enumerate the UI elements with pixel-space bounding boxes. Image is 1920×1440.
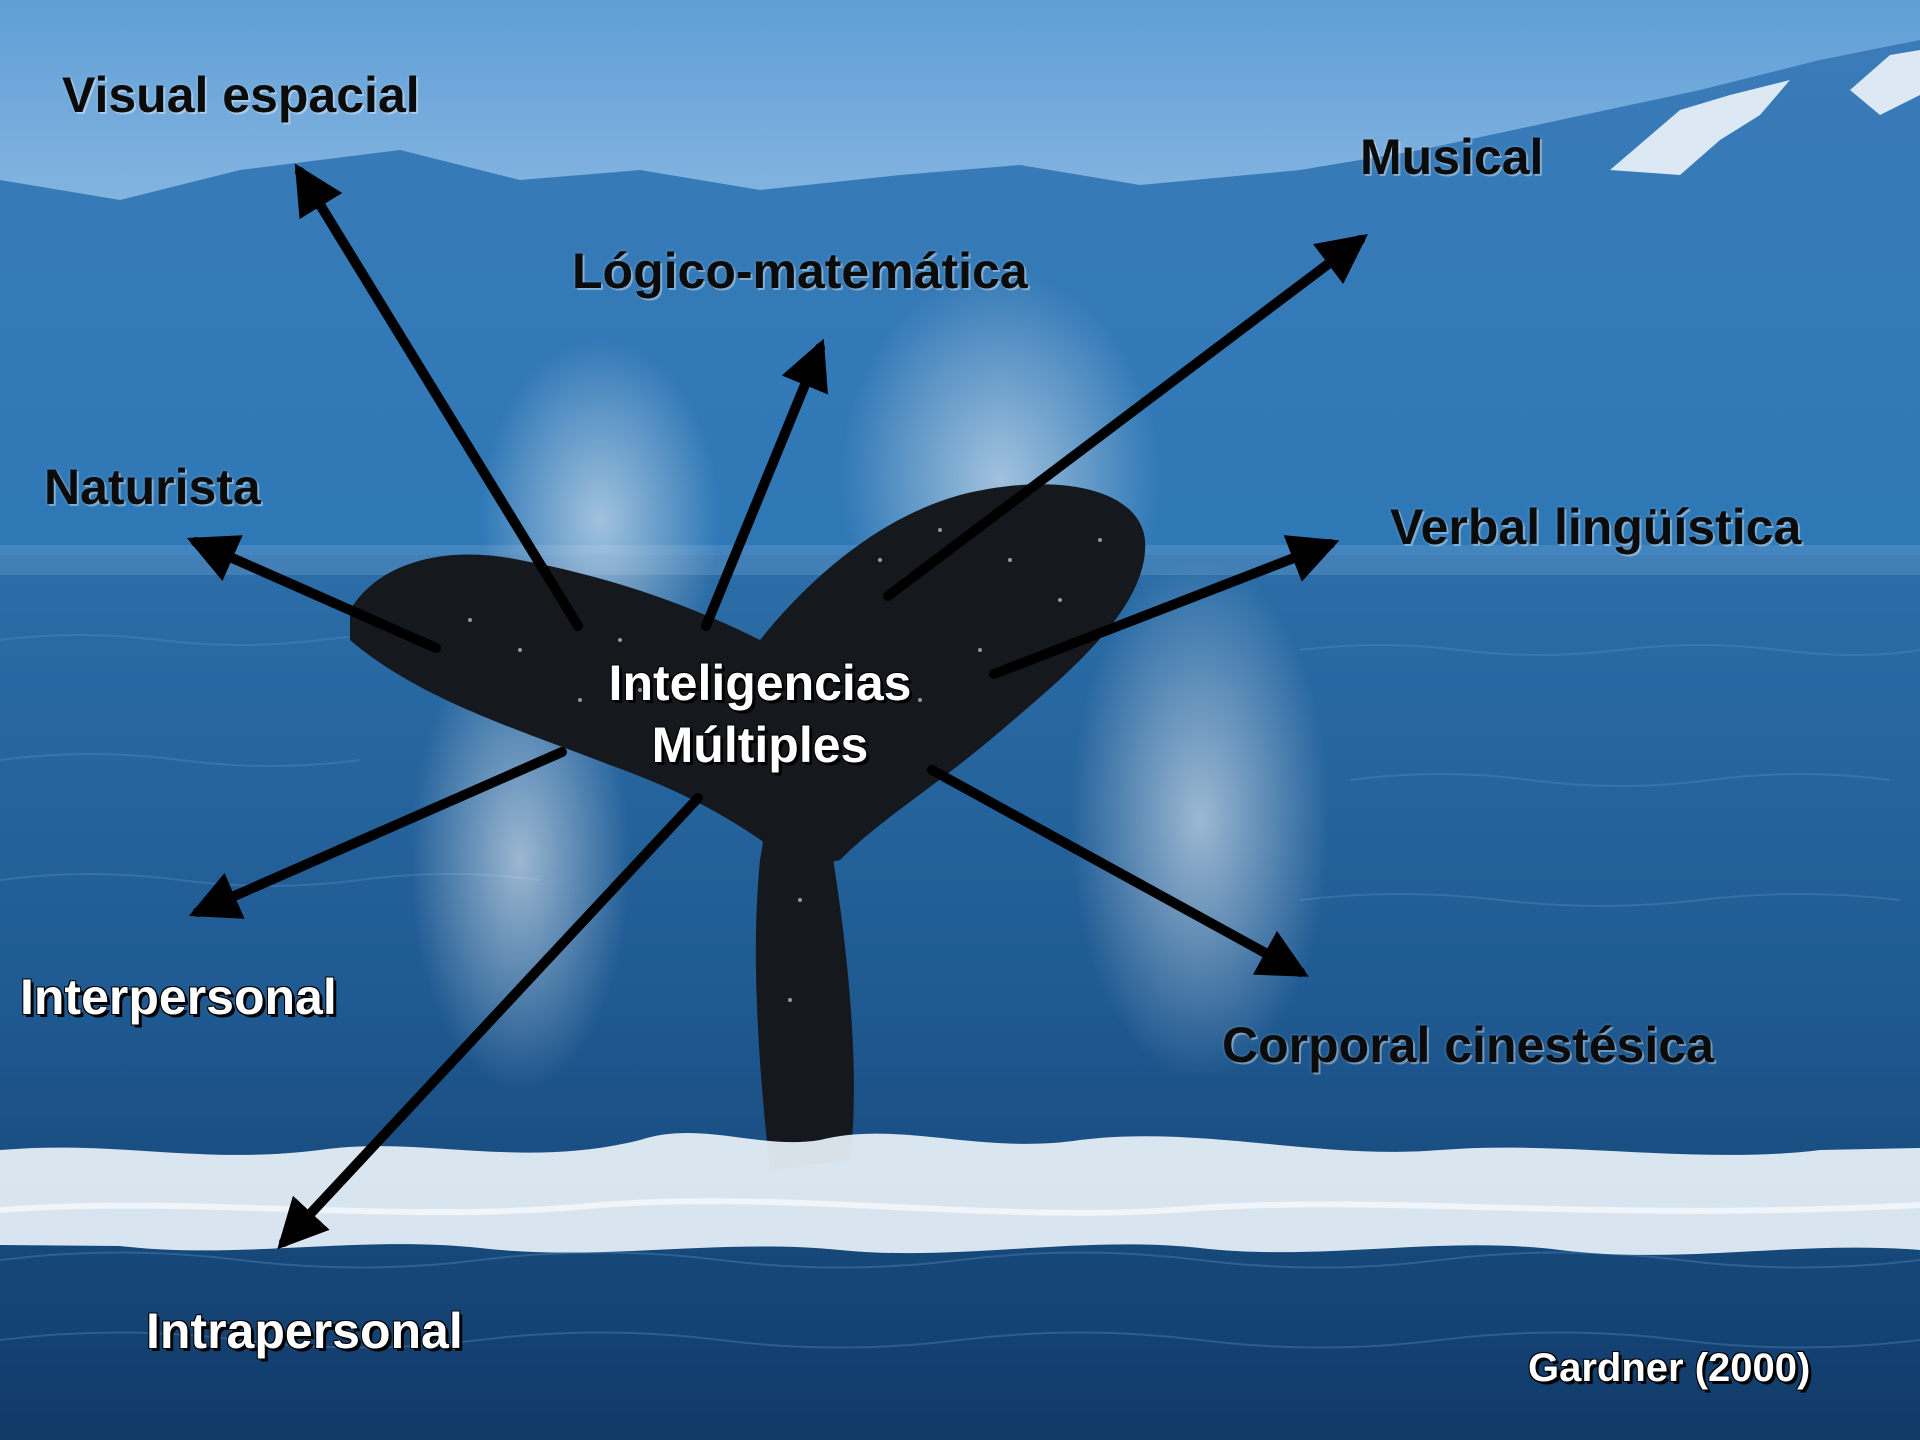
label-logico-matematica: Lógico-matemática [572,243,1028,299]
arrow-intrapersonal [277,793,703,1250]
water-spray [1070,560,1330,1080]
arrow-visual-espacial [294,163,583,631]
label-intrapersonal: Intrapersonal [146,1303,463,1359]
arrow-logico-matematica [701,338,828,631]
citation: Gardner (2000) [1528,1346,1811,1390]
snow-peak [1610,80,1790,175]
arrow-naturista [186,535,441,653]
foam [0,1132,1920,1255]
center-title-line2: Múltiples [651,717,869,773]
arrows [186,163,1368,1250]
label-visual-espacial: Visual espacial [62,67,420,123]
arrow-verbal-linguistica [989,535,1340,679]
center-title-line1: Inteligencias [608,655,912,711]
center-title: Inteligencias Múltiples [510,652,1010,776]
label-musical: Musical [1360,129,1544,185]
label-interpersonal: Interpersonal [20,969,337,1025]
arrow-musical [883,233,1368,601]
snow-peak [1850,50,1920,115]
arrow-corporal-cinestesica [927,765,1309,977]
label-verbal-linguistica: Verbal lingüística [1390,499,1802,555]
label-corporal-cinestesica: Corporal cinestésica [1222,1017,1714,1073]
arrow-interpersonal [188,747,567,919]
label-naturista: Naturista [44,459,261,515]
